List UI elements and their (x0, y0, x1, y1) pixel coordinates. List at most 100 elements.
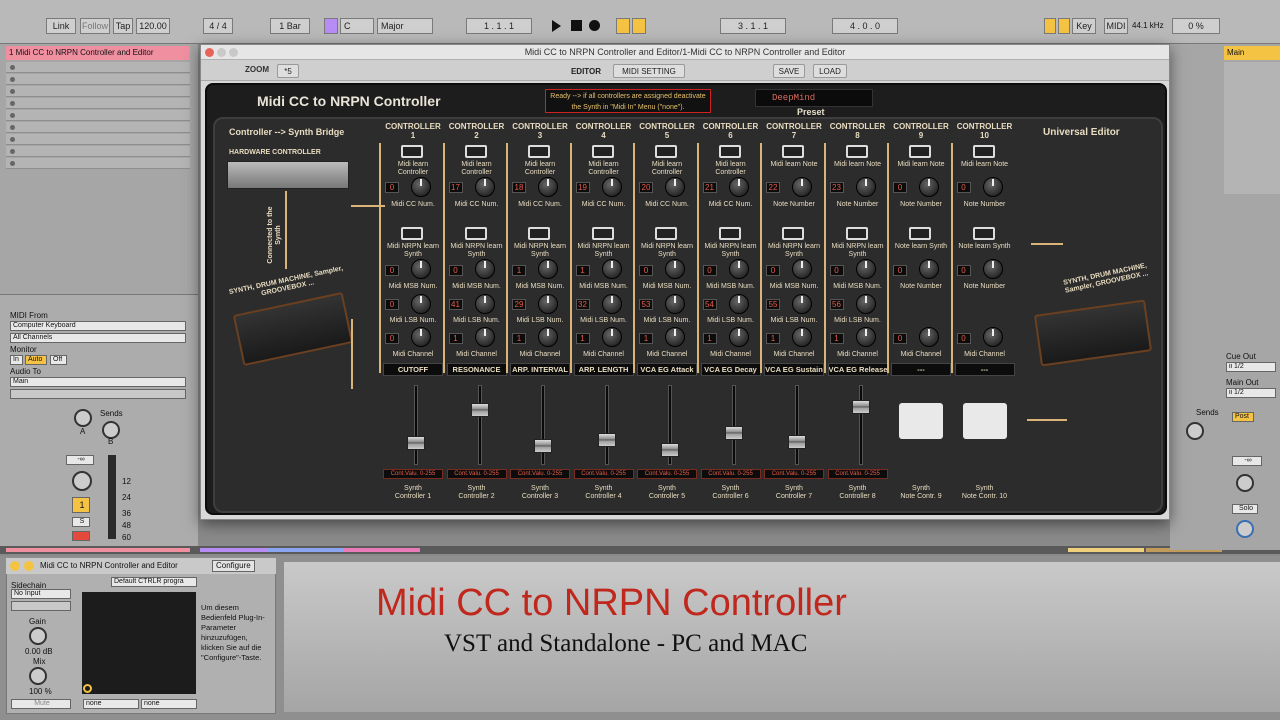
overdub-icon[interactable] (616, 18, 630, 34)
synth-learn-button[interactable] (972, 227, 995, 240)
tap-button[interactable]: Tap (113, 18, 133, 34)
learn-button[interactable] (972, 145, 995, 158)
parameter-name[interactable]: VCA EG Sustain (764, 363, 824, 376)
time-signature-field[interactable]: 4 / 4 (203, 18, 233, 34)
param-select-1[interactable]: none (83, 699, 139, 709)
cc-number-knob[interactable] (411, 177, 431, 197)
msb-knob[interactable] (601, 259, 622, 279)
tempo-field[interactable]: 120.00 (136, 18, 170, 34)
audio-destination-select[interactable]: Main (10, 377, 186, 387)
msb-knob[interactable] (982, 259, 1003, 279)
track-activator-button[interactable]: 1 (72, 497, 90, 513)
splitter[interactable] (0, 546, 1280, 554)
solo-button[interactable]: S (72, 517, 90, 527)
msb-knob[interactable] (728, 259, 749, 279)
parameter-name[interactable]: CUTOFF (383, 363, 443, 376)
clip-slot[interactable] (6, 74, 190, 85)
learn-button[interactable] (782, 145, 804, 158)
channel-knob[interactable] (855, 327, 876, 347)
synth-learn-button[interactable] (718, 227, 741, 240)
cue-out-select[interactable]: ii 1/2 (1226, 362, 1276, 372)
quantize-select[interactable]: 1 Bar (270, 18, 310, 34)
draw-mode-icon[interactable] (1044, 18, 1056, 34)
synth-learn-button[interactable] (464, 227, 487, 240)
parameter-name[interactable]: VCA EG Release (827, 363, 888, 376)
cc-number-knob[interactable] (538, 177, 558, 197)
gain-knob[interactable] (29, 627, 47, 645)
learn-button[interactable] (401, 145, 423, 158)
msb-knob[interactable] (474, 259, 495, 279)
cc-number-knob[interactable] (601, 177, 622, 197)
follow-button[interactable]: Follow (80, 18, 110, 34)
stop-icon[interactable] (571, 20, 582, 31)
cue-volume-knob[interactable] (1236, 520, 1254, 538)
msb-knob[interactable] (855, 259, 876, 279)
tab-editor[interactable]: EDITOR (570, 67, 602, 76)
cc-number-knob[interactable] (728, 177, 749, 197)
cc-number-knob[interactable] (665, 177, 685, 197)
synth-learn-button[interactable] (845, 227, 868, 240)
learn-button[interactable] (591, 145, 614, 158)
cc-number-knob[interactable] (792, 177, 812, 197)
channel-knob[interactable] (474, 327, 495, 347)
msb-knob[interactable] (538, 259, 558, 279)
automation-arm-icon[interactable] (632, 18, 646, 34)
fader-cap[interactable] (851, 399, 870, 414)
preset-select[interactable]: DeepMind (755, 89, 873, 107)
main-pan-knob[interactable] (1236, 474, 1254, 492)
cc-number-knob[interactable] (474, 177, 495, 197)
learn-button[interactable] (655, 145, 677, 158)
msb-knob[interactable] (919, 259, 939, 279)
zoom-select[interactable]: *5 (277, 64, 299, 78)
parameter-name[interactable]: --- (891, 363, 951, 376)
key-map-button[interactable]: Key (1072, 18, 1096, 34)
synth-learn-button[interactable] (782, 227, 804, 240)
synth-learn-button[interactable] (528, 227, 550, 240)
learn-button[interactable] (528, 145, 550, 158)
parameter-name[interactable]: VCA EG Attack (637, 363, 697, 376)
lsb-knob[interactable] (855, 294, 876, 314)
main-pan-value[interactable]: -∞ (1232, 456, 1262, 466)
lsb-knob[interactable] (792, 294, 812, 314)
tab-midi-setting[interactable]: MIDI SETTING (613, 64, 685, 78)
channel-knob[interactable] (728, 327, 749, 347)
loop-start-field[interactable]: 3 . 1 . 1 (720, 18, 786, 34)
track-header[interactable]: 1 Midi CC to NRPN Controller and Editor (6, 46, 190, 60)
msb-knob[interactable] (665, 259, 685, 279)
fader-cap[interactable] (597, 432, 616, 447)
channel-knob[interactable] (665, 327, 685, 347)
clip-slot[interactable] (6, 122, 190, 133)
minimize-icon[interactable] (217, 48, 226, 57)
msb-knob[interactable] (792, 259, 812, 279)
channel-knob[interactable] (601, 327, 622, 347)
audio-channel-select[interactable] (10, 389, 186, 399)
learn-button[interactable] (909, 145, 931, 158)
channel-knob[interactable] (538, 327, 558, 347)
clip-slot[interactable] (6, 86, 190, 97)
learn-button[interactable] (718, 145, 741, 158)
mute-button[interactable]: Mute (11, 699, 71, 709)
lsb-knob[interactable] (728, 294, 749, 314)
scale-toggle[interactable] (324, 18, 338, 34)
synth-learn-button[interactable] (591, 227, 614, 240)
send-a-knob[interactable] (74, 409, 92, 427)
channel-knob[interactable] (982, 327, 1003, 347)
monitor-in-button[interactable]: In (10, 355, 23, 365)
midi-source-select[interactable]: Computer Keyboard (10, 321, 186, 331)
key-scale-select[interactable]: Major (377, 18, 433, 34)
trigger-pad[interactable] (899, 403, 943, 439)
trigger-pad[interactable] (962, 403, 1007, 439)
clip-slot[interactable] (6, 110, 190, 121)
synth-learn-button[interactable] (401, 227, 423, 240)
post-button[interactable]: Post (1232, 412, 1254, 422)
cc-number-knob[interactable] (919, 177, 939, 197)
parameter-name[interactable]: RESONANCE (446, 363, 507, 376)
send-knob[interactable] (1186, 422, 1204, 440)
learn-button[interactable] (464, 145, 487, 158)
fader-cap[interactable] (407, 436, 425, 451)
synth-learn-button[interactable] (909, 227, 931, 240)
fader-cap[interactable] (788, 434, 806, 449)
fader-cap[interactable] (470, 403, 489, 418)
device-edit-icon[interactable] (24, 561, 34, 571)
midi-channel-select[interactable]: All Channels (10, 333, 186, 343)
